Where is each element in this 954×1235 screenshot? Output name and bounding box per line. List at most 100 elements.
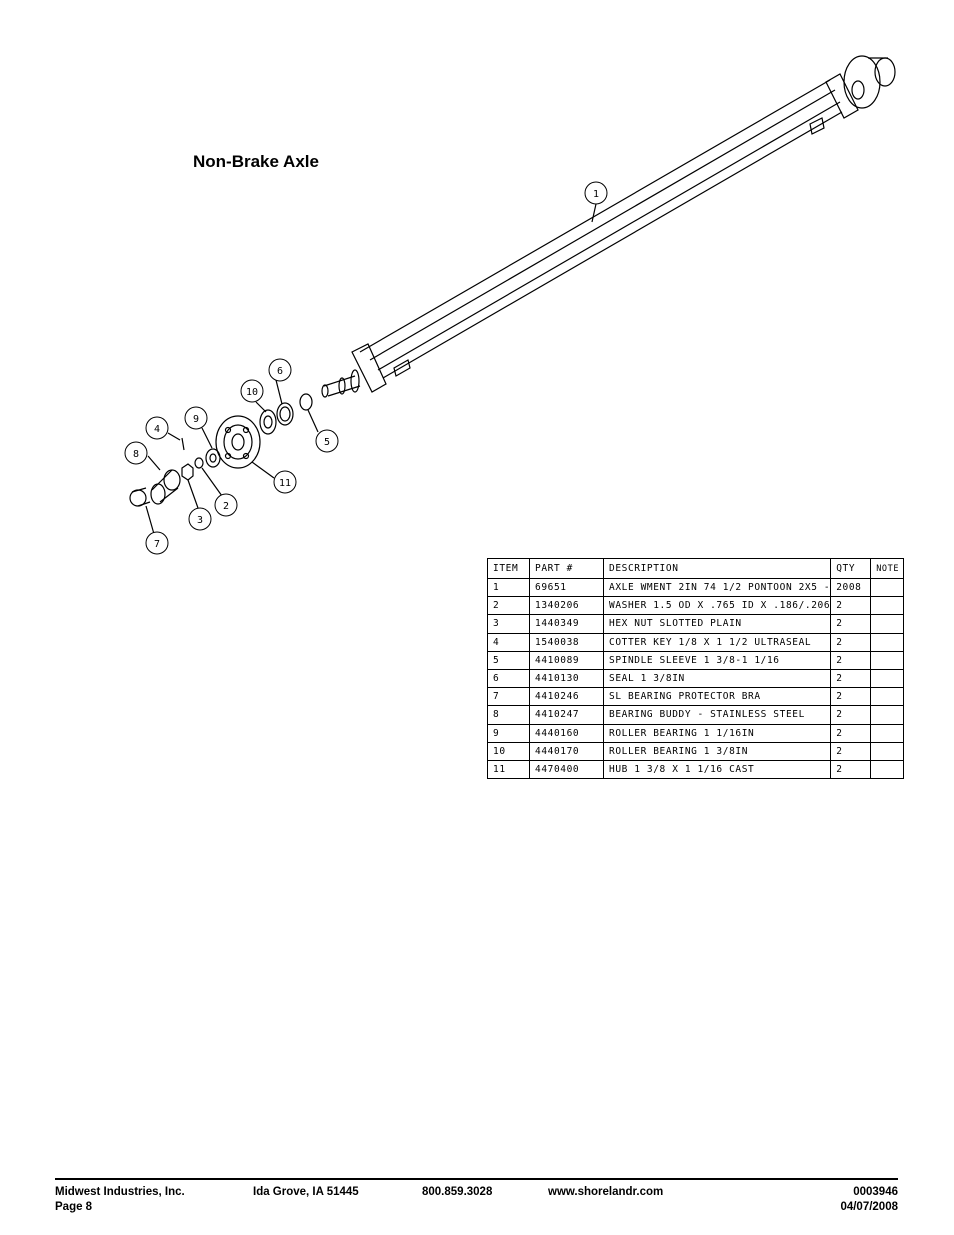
left-mount-plate: [351, 343, 411, 393]
cell-qty: 2: [830, 723, 872, 743]
cell-qty: 2: [830, 614, 872, 634]
footer-phone: 800.859.3028: [422, 1186, 493, 1198]
cell-qty: 2: [830, 687, 872, 707]
footer-company: Midwest Industries, Inc.: [55, 1186, 185, 1198]
header-description: DESCRIPTION: [602, 558, 832, 579]
cell-part: 4410089: [529, 650, 604, 670]
header-note: NOTE: [870, 558, 905, 579]
hex-nut-part: [181, 463, 194, 481]
cell-part: 1440349: [529, 614, 604, 634]
cell-qty: 2008: [830, 577, 872, 598]
cell-item: 6: [487, 668, 530, 689]
cell-qty: 2: [830, 759, 872, 780]
cell-part: 4410246: [529, 687, 604, 707]
cell-note: [870, 723, 905, 743]
cell-qty: 2: [830, 741, 872, 761]
cell-item: 11: [487, 759, 530, 780]
cell-qty: 2: [830, 596, 872, 616]
footer-website[interactable]: www.shorelandr.com: [548, 1186, 664, 1198]
cell-part: 1340206: [529, 596, 604, 616]
cell-qty: 2: [830, 632, 872, 652]
spindle-sleeve-part: [299, 393, 313, 411]
cell-qty: 2: [830, 650, 872, 670]
cell-item: 9: [487, 723, 530, 743]
washer-part: [194, 457, 204, 469]
cell-description: ROLLER BEARING 1 3/8IN: [602, 741, 832, 761]
table-row: 1 69651 AXLE WMENT 2IN 74 1/2 PONTOON 2X…: [487, 577, 905, 598]
cell-note: [870, 596, 905, 616]
roller-bearing-small-part: [205, 448, 221, 468]
cell-note: [870, 705, 905, 725]
table-row: 7 4410246 SL BEARING PROTECTOR BRA 2: [487, 687, 905, 707]
page-title: Non-Brake Axle: [193, 152, 319, 171]
bearing-protector-part: [129, 487, 151, 507]
cell-description: HEX NUT SLOTTED PLAIN: [602, 614, 832, 634]
cell-part: 1540038: [529, 632, 604, 652]
callout-6: 6: [277, 366, 283, 377]
cell-part: 4470400: [529, 759, 604, 780]
cell-item: 5: [487, 650, 530, 670]
footer-doc-number: 0003946: [853, 1186, 898, 1198]
cell-description: COTTER KEY 1/8 X 1 1/2 ULTRASEAL: [602, 632, 832, 652]
callout-5: 5: [324, 437, 330, 448]
left-spindle: [321, 369, 361, 398]
callout-4: 4: [154, 424, 160, 435]
callout-11: 11: [279, 478, 291, 489]
callout-8: 8: [133, 449, 139, 460]
footer-location: Ida Grove, IA 51445: [253, 1186, 359, 1198]
cell-qty: 2: [830, 705, 872, 725]
cell-description: BEARING BUDDY - STAINLESS STEEL: [602, 705, 832, 725]
table-row: 8 4410247 BEARING BUDDY - STAINLESS STEE…: [487, 705, 905, 725]
axle-exploded-diagram: 1 2 3 4 5 6 7 8 9 10 11: [124, 55, 896, 555]
header-part: PART #: [529, 558, 604, 579]
table-row: 2 1340206 WASHER 1.5 OD X .765 ID X .186…: [487, 596, 905, 616]
cell-item: 1: [487, 577, 530, 598]
table-row: 3 1440349 HEX NUT SLOTTED PLAIN 2: [487, 614, 905, 634]
cell-description: HUB 1 3/8 X 1 1/16 CAST: [602, 759, 832, 780]
callout-3: 3: [197, 515, 203, 526]
cell-item: 2: [487, 596, 530, 616]
callout-9: 9: [193, 414, 199, 425]
footer-date: 04/07/2008: [840, 1201, 898, 1213]
cell-note: [870, 759, 905, 780]
cell-part: 4410130: [529, 668, 604, 689]
cell-description: SL BEARING PROTECTOR BRA: [602, 687, 832, 707]
cell-item: 8: [487, 705, 530, 725]
callout-7: 7: [154, 539, 160, 550]
cell-note: [870, 577, 905, 598]
cell-item: 7: [487, 687, 530, 707]
table-row: 4 1540038 COTTER KEY 1/8 X 1 1/2 ULTRASE…: [487, 632, 905, 652]
cell-note: [870, 741, 905, 761]
axle-tube: [359, 79, 843, 379]
footer-page-number: Page 8: [55, 1201, 93, 1213]
cell-item: 3: [487, 614, 530, 634]
cell-item: 10: [487, 741, 530, 761]
cell-note: [870, 632, 905, 652]
table-row: 6 4410130 SEAL 1 3/8IN 2: [487, 668, 905, 689]
cell-description: WASHER 1.5 OD X .765 ID X .186/.206: [602, 596, 832, 616]
table-row: 10 4440170 ROLLER BEARING 1 3/8IN 2: [487, 741, 905, 761]
cell-description: SPINDLE SLEEVE 1 3/8-1 1/16: [602, 650, 832, 670]
cell-note: [870, 687, 905, 707]
callout-1: 1: [593, 189, 599, 200]
cell-part: 4440170: [529, 741, 604, 761]
right-hub-assembly: [809, 55, 896, 135]
table-row: 11 4470400 HUB 1 3/8 X 1 1/16 CAST 2: [487, 759, 905, 780]
callout-2: 2: [223, 501, 229, 512]
cell-item: 4: [487, 632, 530, 652]
header-qty: QTY: [830, 558, 872, 579]
table-header-row: ITEM PART # DESCRIPTION QTY NOTE: [487, 558, 905, 579]
cell-part: 4440160: [529, 723, 604, 743]
seal-part: [276, 402, 294, 426]
bearing-buddy-part: [150, 469, 181, 505]
callout-10: 10: [246, 387, 258, 398]
cell-description: ROLLER BEARING 1 1/16IN: [602, 723, 832, 743]
roller-bearing-large-part: [259, 409, 277, 435]
hub-part: [215, 415, 261, 469]
cotter-key-part: [181, 437, 185, 451]
cell-note: [870, 650, 905, 670]
table-row: 9 4440160 ROLLER BEARING 1 1/16IN 2: [487, 723, 905, 743]
footer-divider: [55, 1178, 898, 1180]
table-row: 5 4410089 SPINDLE SLEEVE 1 3/8-1 1/16 2: [487, 650, 905, 670]
cell-description: AXLE WMENT 2IN 74 1/2 PONTOON 2X5 -: [602, 577, 832, 598]
